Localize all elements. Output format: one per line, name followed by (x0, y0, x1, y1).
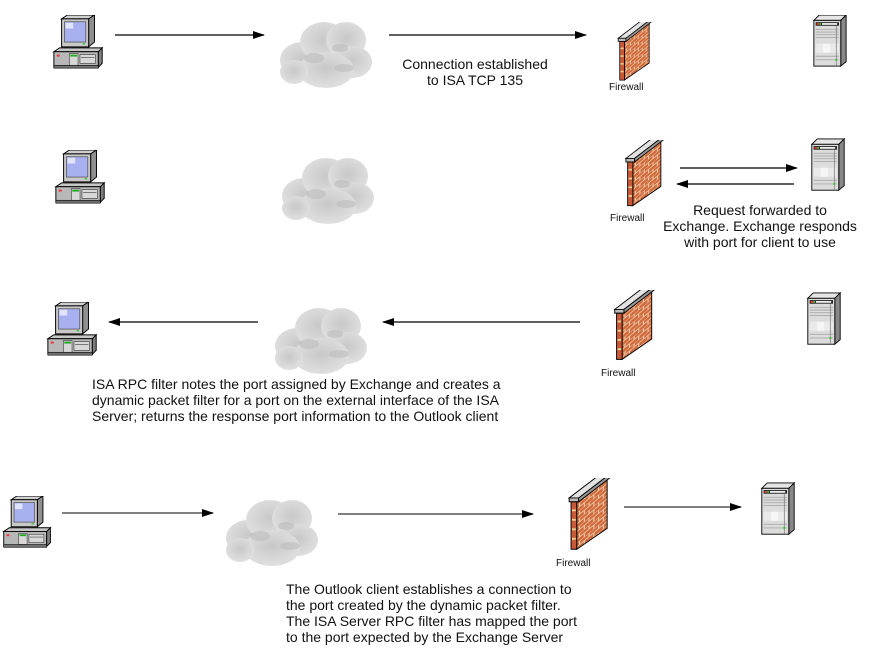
internet-cloud-icon (270, 12, 378, 92)
brick-firewall-icon (614, 290, 656, 360)
caption-line: with port for client to use (684, 234, 836, 250)
internet-cloud-icon (272, 148, 380, 228)
tower-server-icon (760, 482, 796, 536)
caption-line: the port created by the dynamic packet f… (286, 597, 561, 613)
desktop-computer-icon (44, 302, 102, 360)
caption-line: to the port expected by the Exchange Ser… (286, 629, 564, 645)
internet-cloud-icon (218, 490, 322, 570)
caption-line: The Outlook client establishes a connect… (286, 581, 572, 597)
firewall-label: Firewall (556, 558, 591, 569)
desktop-computer-icon (52, 150, 110, 208)
tower-server-icon (806, 292, 842, 346)
brick-firewall-icon (617, 22, 653, 81)
caption-line: Server; returns the response port inform… (92, 408, 499, 424)
firewall-label: Firewall (610, 213, 645, 224)
internet-cloud-icon (265, 298, 373, 378)
firewall-label: Firewall (609, 82, 644, 93)
brick-firewall-icon (625, 140, 665, 207)
caption-line: The ISA Server RPC filter has mapped the… (286, 613, 578, 629)
caption-line: ISA RPC filter notes the port assigned b… (92, 376, 501, 392)
caption-line: Exchange. Exchange responds (663, 218, 857, 234)
step-caption: Connection established to ISA TCP 135 (380, 56, 570, 88)
step-caption: ISA RPC filter notes the port assigned b… (92, 376, 552, 424)
brick-firewall-icon (568, 478, 612, 550)
desktop-computer-icon (0, 496, 56, 552)
caption-line: to ISA TCP 135 (427, 72, 523, 88)
step-caption: Request forwarded to Exchange. Exchange … (648, 202, 872, 250)
firewall-label: Firewall (601, 368, 636, 379)
desktop-computer-icon (50, 15, 108, 73)
caption-line: Request forwarded to (693, 202, 827, 218)
caption-line: dynamic packet filter for a port on the … (92, 392, 499, 408)
caption-line: Connection established (402, 56, 548, 72)
tower-server-icon (810, 138, 846, 192)
tower-server-icon (812, 15, 848, 67)
step-caption: The Outlook client establishes a connect… (286, 581, 646, 645)
